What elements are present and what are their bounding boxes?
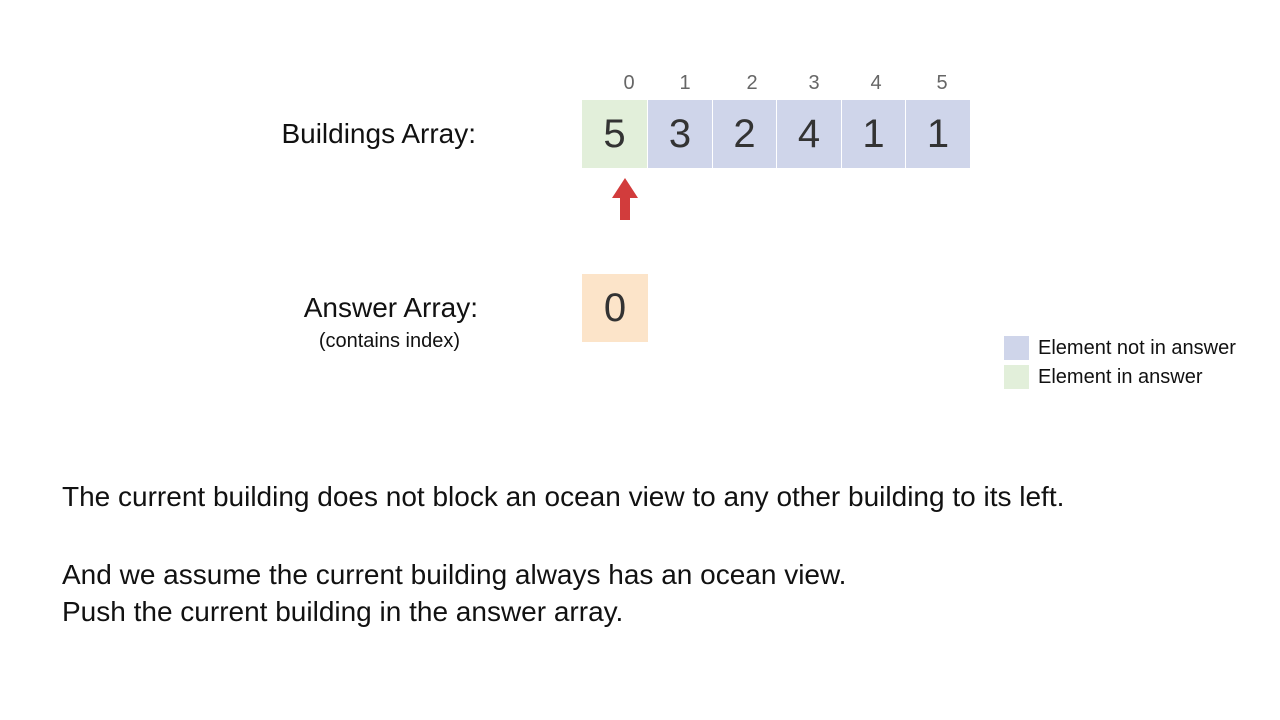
- building-cell-2: 2: [712, 100, 776, 168]
- description-line-2: And we assume the current building alway…: [62, 559, 847, 590]
- legend-text-in-answer: Element in answer: [1038, 365, 1203, 388]
- current-pointer-arrow-icon: [612, 178, 638, 220]
- building-cell-4: 1: [841, 100, 905, 168]
- legend-swatch-in-answer: [1004, 365, 1029, 389]
- building-cell-3: 4: [776, 100, 841, 168]
- index-label-2: 2: [746, 72, 758, 94]
- answer-cell-0: 0: [582, 274, 648, 342]
- building-cell-0: 5: [582, 100, 647, 168]
- legend-text-not-in-answer: Element not in answer: [1038, 336, 1236, 359]
- answer-array-sublabel: (contains index): [318, 330, 460, 352]
- legend-not-in-answer: Element not in answer: [1004, 336, 1236, 360]
- building-cell-1: 3: [647, 100, 712, 168]
- buildings-array-label: Buildings Array:: [281, 118, 476, 149]
- index-label-5: 5: [936, 72, 948, 94]
- index-label-4: 4: [870, 72, 882, 94]
- description-line-3: Push the current building in the answer …: [62, 596, 624, 627]
- index-label-3: 3: [808, 72, 820, 94]
- index-label-0: 0: [623, 72, 635, 94]
- legend-swatch-not-in-answer: [1004, 336, 1029, 360]
- building-cell-5: 1: [905, 100, 970, 168]
- index-label-1: 1: [679, 72, 691, 94]
- answer-array-label: Answer Array:: [303, 292, 478, 323]
- description-line-1: The current building does not block an o…: [62, 481, 1065, 512]
- legend-in-answer: Element in answer: [1004, 365, 1203, 389]
